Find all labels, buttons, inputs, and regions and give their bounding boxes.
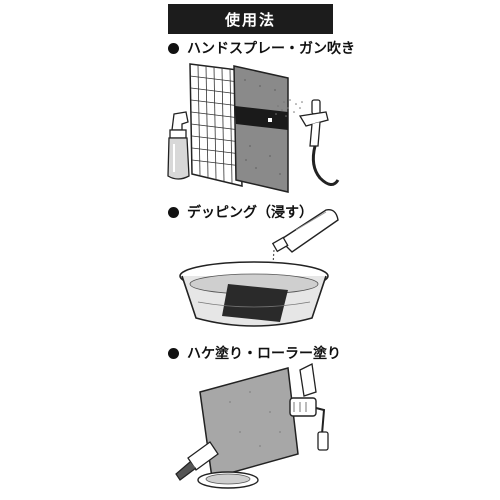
coated-panel	[233, 65, 289, 193]
header-banner: 使用法	[168, 4, 333, 34]
paint-brush-icon	[175, 441, 219, 481]
dipping-illustration	[179, 209, 339, 327]
page-title: 使用法	[224, 10, 276, 29]
grid-screen	[189, 63, 243, 187]
brush-roller-illustration	[175, 363, 329, 489]
spray-bottle-icon	[167, 111, 190, 180]
bullet-icon	[168, 347, 179, 359]
spray-mist	[275, 99, 303, 117]
spray-illustration	[167, 63, 340, 193]
bullet-icon	[168, 42, 179, 54]
section-title-spray: ハンドスプレー・ガン吹き	[168, 38, 355, 58]
section-label: ハンドスプレー・ガン吹き	[187, 41, 355, 57]
spray-gun-icon	[298, 99, 340, 186]
section-title-brush-roller: ハケ塗り・ローラー塗り	[168, 343, 341, 363]
painted-board	[199, 367, 299, 479]
section-title-dipping: デッピング（浸す）	[168, 202, 313, 222]
paint-roller-icon	[289, 363, 329, 451]
dipping-tub	[179, 261, 329, 327]
bullet-icon	[168, 206, 179, 218]
section-label: ハケ塗り・ローラー塗り	[187, 346, 341, 362]
section-label: デッピング（浸す）	[187, 205, 313, 221]
paint-tray-icon	[197, 471, 259, 489]
